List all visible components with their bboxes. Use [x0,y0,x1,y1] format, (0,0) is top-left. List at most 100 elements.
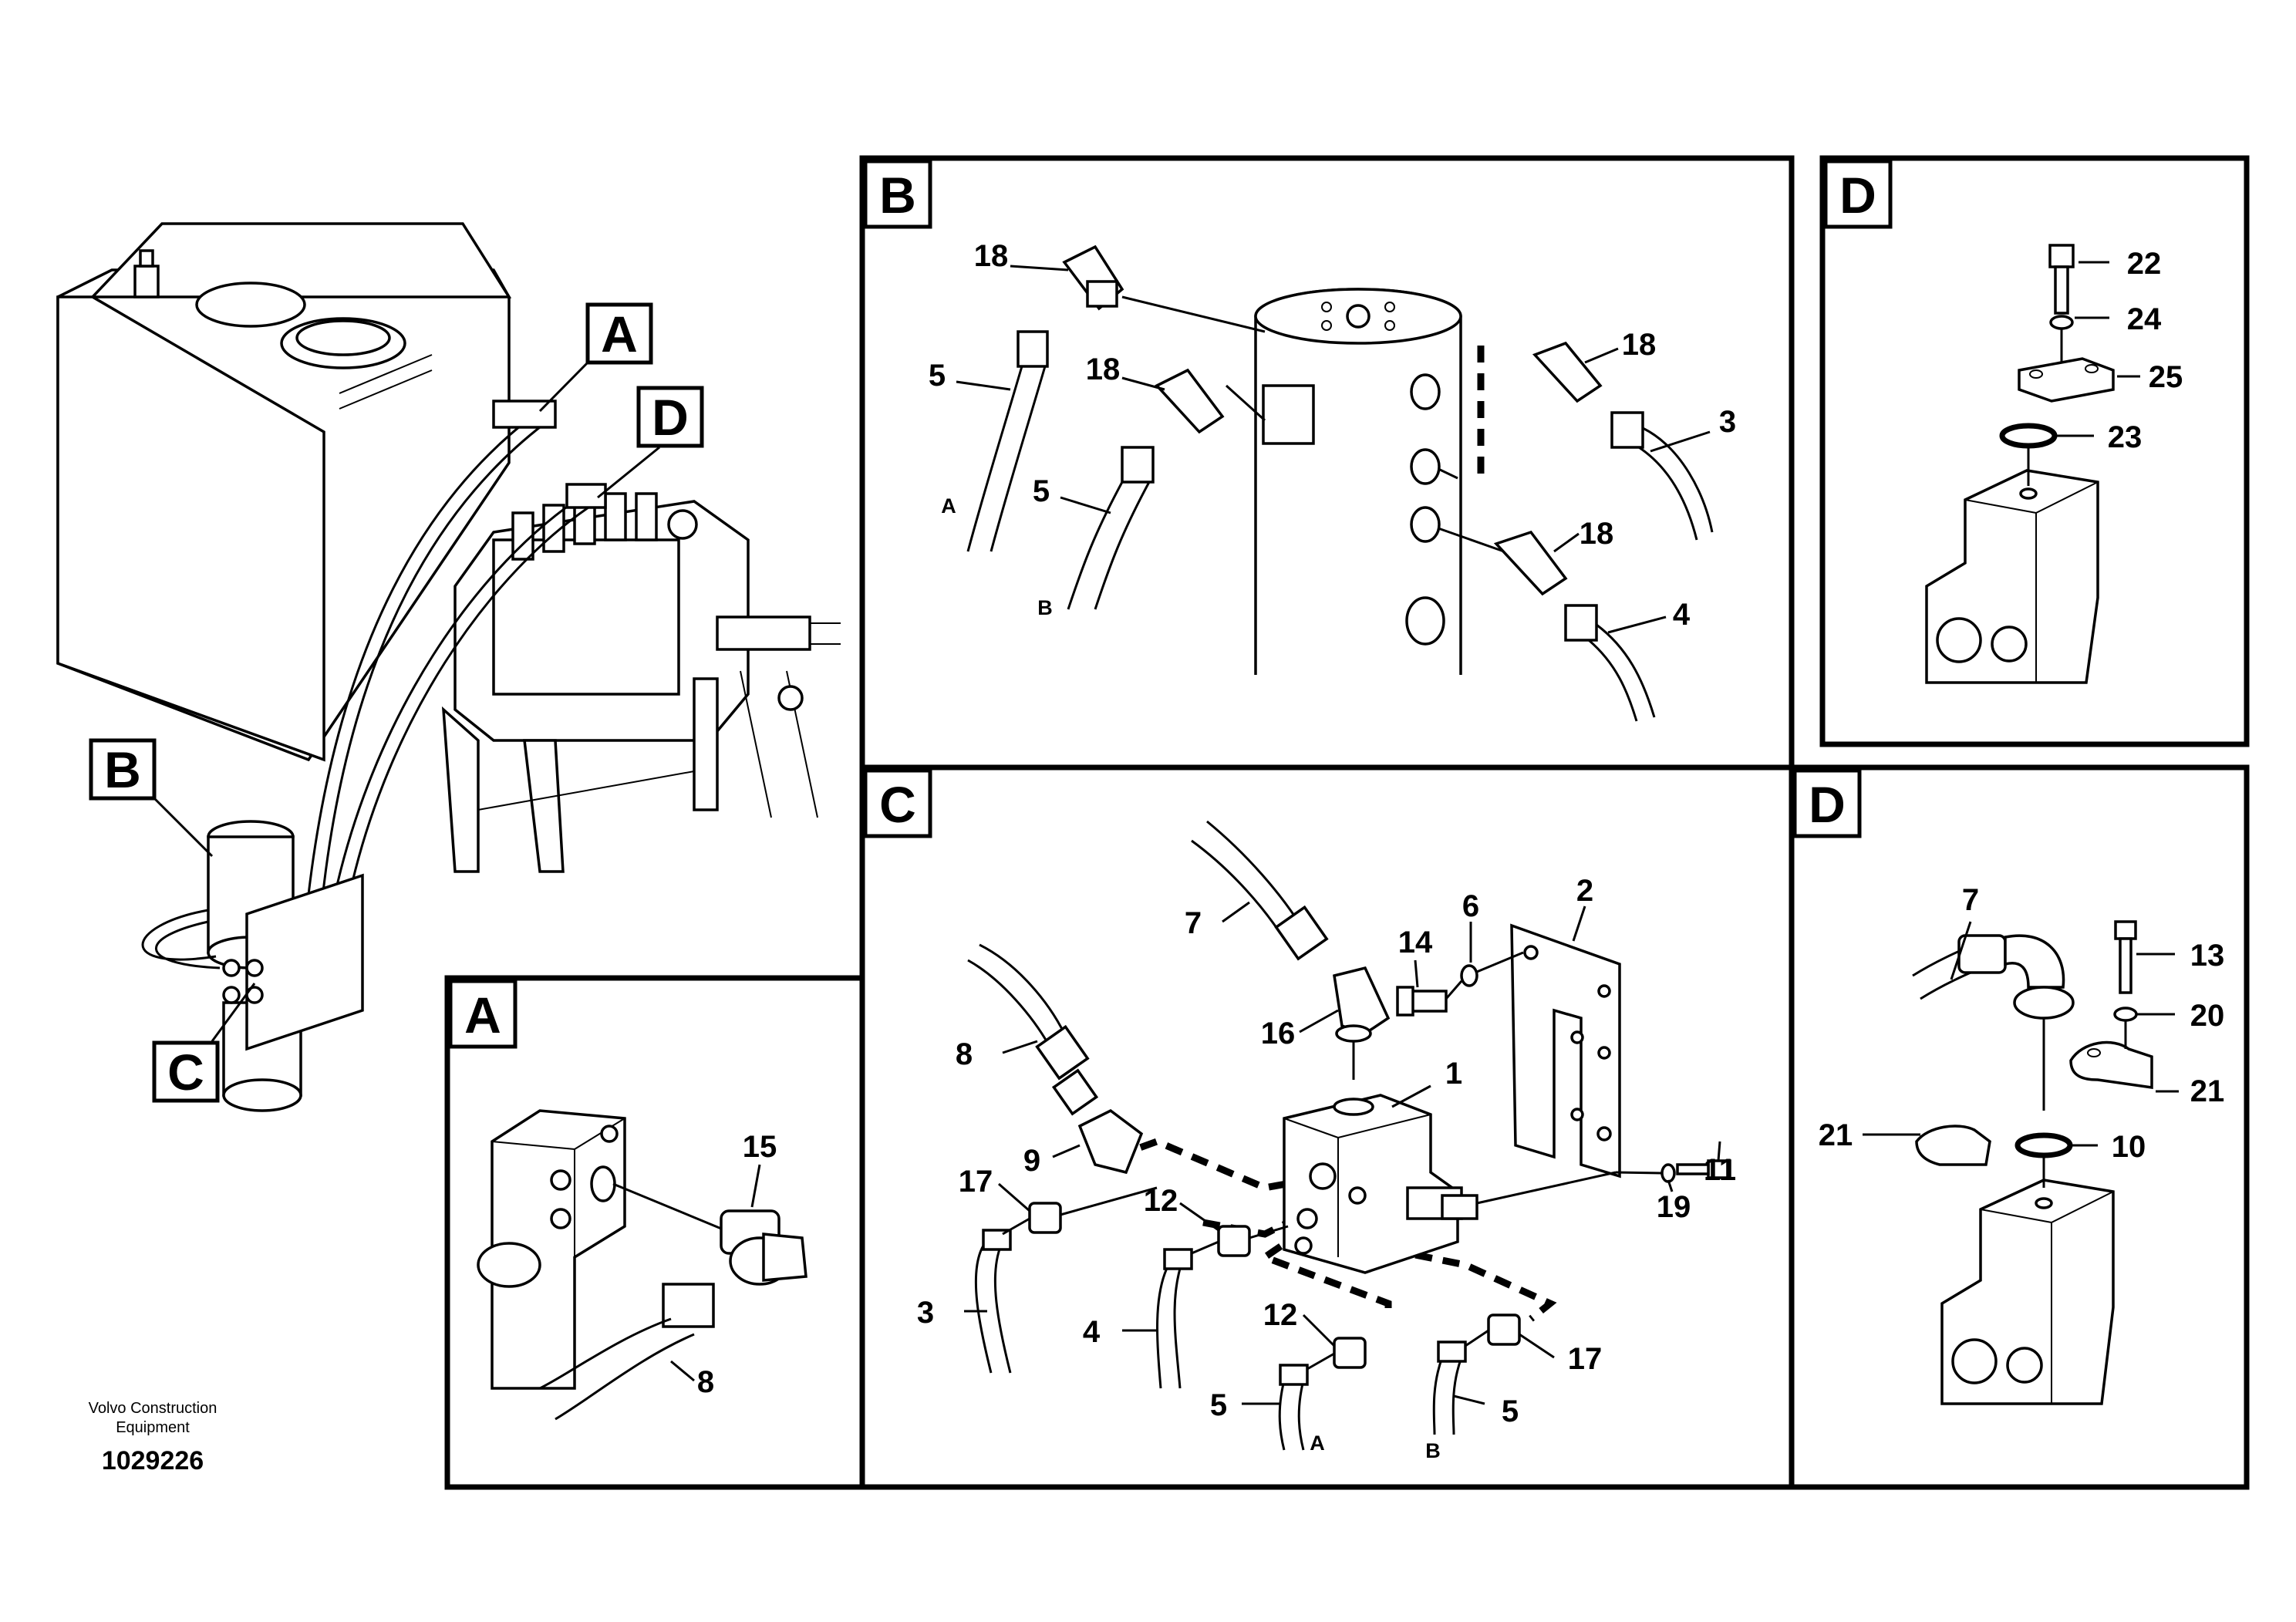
label-18: 18 [1622,328,1657,362]
washer-19 [1660,1163,1676,1183]
panel-b-tag: B [879,167,916,224]
sublabel-b: B [1425,1439,1441,1462]
hose-4 [1156,1248,1193,1389]
hose-lower-right [1564,604,1656,722]
elbow-fitting-mid-left [1155,368,1225,434]
label-18: 18 [1580,517,1614,551]
hose-upper-left [966,330,1049,552]
elbow-fitting-upper-right [1532,341,1603,403]
panel-a-tag: A [464,986,501,1044]
swivel-column [1254,288,1485,675]
hose-5-b [1432,1340,1467,1435]
svg-text:C: C [167,1044,204,1101]
bracket-plate-2 [1510,923,1621,1179]
hose-7 [1191,820,1329,961]
bolt-22 [2048,244,2075,315]
sublabel-a: A [1310,1431,1325,1455]
overview-callout-c[interactable]: C [152,1040,220,1103]
drawing-number: 1029226 [102,1446,204,1475]
company-name-line2: Equipment [116,1419,190,1436]
label-25: 25 [2149,360,2183,394]
hose-8 [967,943,1099,1116]
fitting-17-left [1002,1186,1158,1236]
svg-text:A: A [601,305,638,363]
label-13: 13 [2190,939,2225,973]
label-4: 4 [1083,1315,1101,1349]
label-5: 5 [1033,474,1050,508]
label-2: 2 [1576,874,1593,908]
label-3: 3 [917,1296,934,1330]
label-11: 11 [1704,1153,1736,1187]
hose-5-a [1278,1364,1309,1451]
washer-20 [2113,1007,2138,1022]
sublabel-a: A [941,494,956,518]
label-23: 23 [2108,420,2143,454]
label-15: 15 [743,1130,777,1164]
clamp-half-21-right [2069,1040,2153,1090]
label-21: 21 [1819,1118,1853,1152]
manifold-block-1 [1283,1094,1478,1274]
panel-c-tag: C [879,776,916,833]
elbow-fitting-lower-right [1493,530,1568,596]
svg-text:B: B [104,741,141,798]
overview-illustration: A D B C [56,222,841,1112]
detail-panel-b: B [859,155,1795,771]
overview-callout-d[interactable]: D [636,386,704,448]
label-22: 22 [2127,247,2162,281]
overview-callout-a[interactable]: A [585,302,653,365]
label-1: 1 [1445,1057,1462,1091]
label-14: 14 [1398,926,1433,959]
elbow-fitting-16 [1333,966,1391,1043]
fitting-12-upper [1191,1225,1289,1257]
elbow-fitting [1957,934,2075,1020]
hydraulic-tank [56,222,512,762]
elbow-fitting-9 [1077,1108,1144,1175]
detail-panel-c: C [859,764,1795,1490]
hose-3 [974,1229,1012,1374]
label-17: 17 [1568,1342,1603,1376]
control-valve-block [441,492,841,873]
label-7: 7 [1962,883,1979,917]
label-12: 12 [1144,1184,1178,1218]
label-20: 20 [2190,999,2225,1033]
label-16: 16 [1261,1017,1296,1050]
svg-text:D: D [652,389,689,446]
hose-upper-right [1610,411,1714,541]
label-5: 5 [1210,1388,1227,1422]
valve-block [477,1109,626,1390]
label-18: 18 [1086,352,1121,386]
sublabel-b: B [1037,596,1053,619]
label-8: 8 [956,1037,973,1071]
panel-d-top-tag: D [1839,167,1876,224]
overview-hoses [307,400,607,915]
clamp-half-21-left [1915,1125,1991,1166]
bolt-13 [2114,920,2137,994]
fitting-17-right [1465,1313,1521,1347]
flange-plate-25 [2018,357,2115,403]
detail-panel-d-bottom: D [1789,764,2250,1490]
fitting-12-lower [1306,1337,1367,1371]
detail-panel-a: A 15 8 [444,975,867,1490]
label-18: 18 [974,239,1009,273]
label-21: 21 [2190,1074,2225,1108]
label-24: 24 [2127,302,2162,336]
washer-24 [2049,315,2074,330]
detail-panel-d-top: D 22 24 [1819,155,2250,747]
footer: Volvo Construction Equipment 1029226 [89,1400,217,1475]
manifold-block [1925,469,2099,684]
label-4: 4 [1673,598,1691,632]
label-9: 9 [1023,1144,1040,1178]
label-6: 6 [1462,889,1479,923]
label-12: 12 [1263,1298,1298,1332]
label-5: 5 [929,359,946,393]
label-19: 19 [1657,1190,1691,1224]
label-8: 8 [697,1365,714,1399]
manifold-block [1940,1179,2115,1405]
label-5: 5 [1502,1394,1519,1428]
swivel-joint [141,820,364,1112]
bolt-14 [1396,986,1448,1017]
elbow-fitting-15 [720,1209,807,1286]
overview-callout-b[interactable]: B [89,738,157,801]
hose-8 [539,1283,715,1421]
